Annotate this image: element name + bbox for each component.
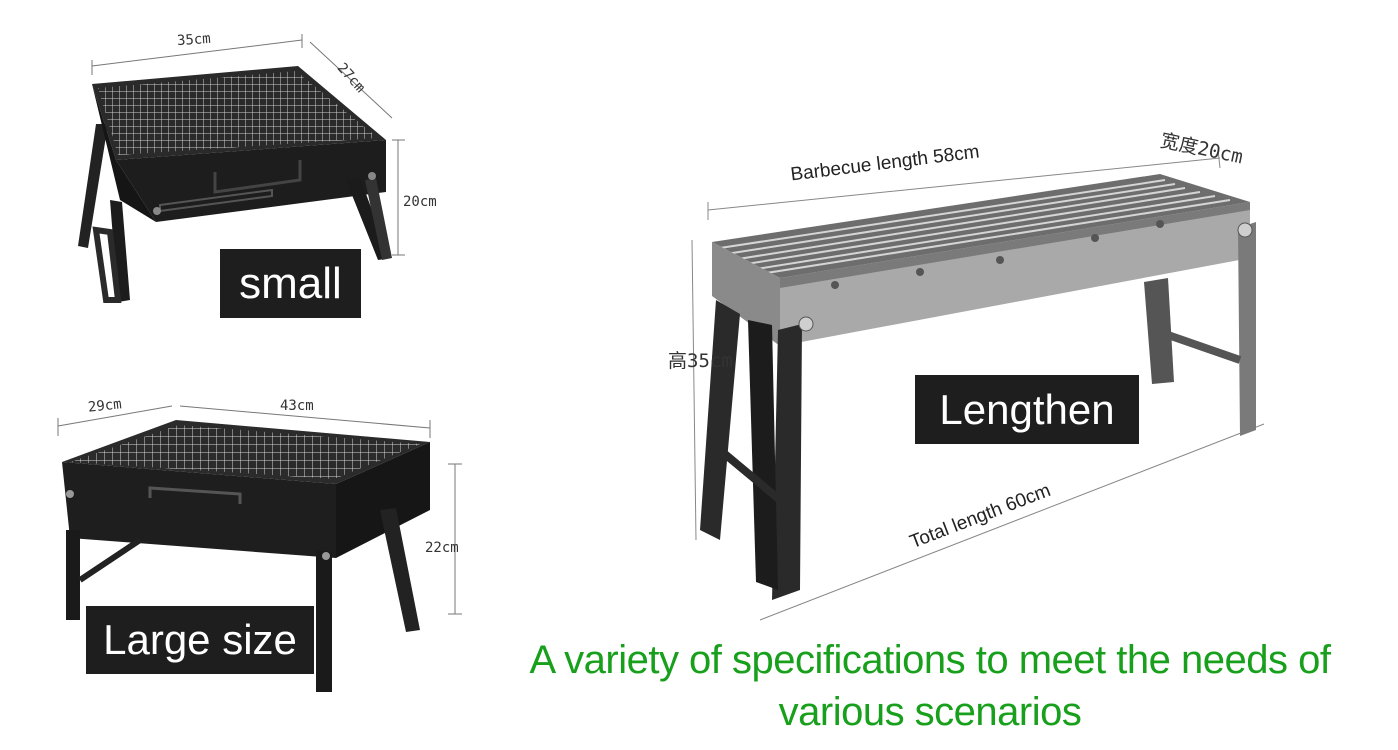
large-height-dim: 22cm xyxy=(425,540,459,556)
lengthen-grill-image xyxy=(691,149,1265,621)
headline-line-1: A variety of specifications to meet the … xyxy=(529,638,1331,682)
lengthen-label: Lengthen xyxy=(915,375,1139,444)
large-label: Large size xyxy=(86,606,314,674)
small-label: small xyxy=(220,249,361,318)
lengthen-height-dim: 高35cm xyxy=(668,350,733,372)
small-width-dim: 35cm xyxy=(176,30,212,50)
small-height-dim: 20cm xyxy=(403,194,437,210)
large-width-dim: 43cm xyxy=(280,398,314,414)
headline-line-2: various scenarios xyxy=(778,690,1082,734)
headline: A variety of specifications to meet the … xyxy=(470,634,1390,738)
large-grill-image xyxy=(57,405,462,692)
small-grill-image xyxy=(78,34,405,303)
